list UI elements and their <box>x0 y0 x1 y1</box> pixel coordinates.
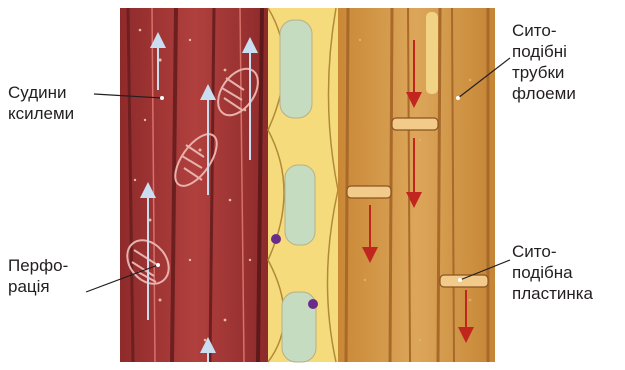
xylem-vessels <box>119 8 270 362</box>
label-line: трубки <box>512 62 576 83</box>
label-line: Сито- <box>512 241 593 262</box>
label-perforation: Перфо- рація <box>8 255 68 297</box>
label-sieve-plate: Сито- подібна пластинка <box>512 241 593 304</box>
label-line: флоеми <box>512 83 576 104</box>
label-line: подібні <box>512 41 576 62</box>
label-line: Перфо- <box>8 255 68 276</box>
label-line: пластинка <box>512 283 593 304</box>
parenchyma-cells <box>268 8 340 362</box>
nucleus <box>271 234 281 244</box>
label-line: Сито- <box>512 20 576 41</box>
nucleus <box>308 299 318 309</box>
label-xylem-vessels: Судини ксилеми <box>8 82 74 124</box>
phloem-sieve-tubes <box>338 8 495 362</box>
label-sieve-tubes: Сито- подібні трубки флоеми <box>512 20 576 104</box>
label-line: подібна <box>512 262 593 283</box>
label-line: Судини <box>8 82 74 103</box>
label-line: рація <box>8 276 68 297</box>
label-line: ксилеми <box>8 103 74 124</box>
